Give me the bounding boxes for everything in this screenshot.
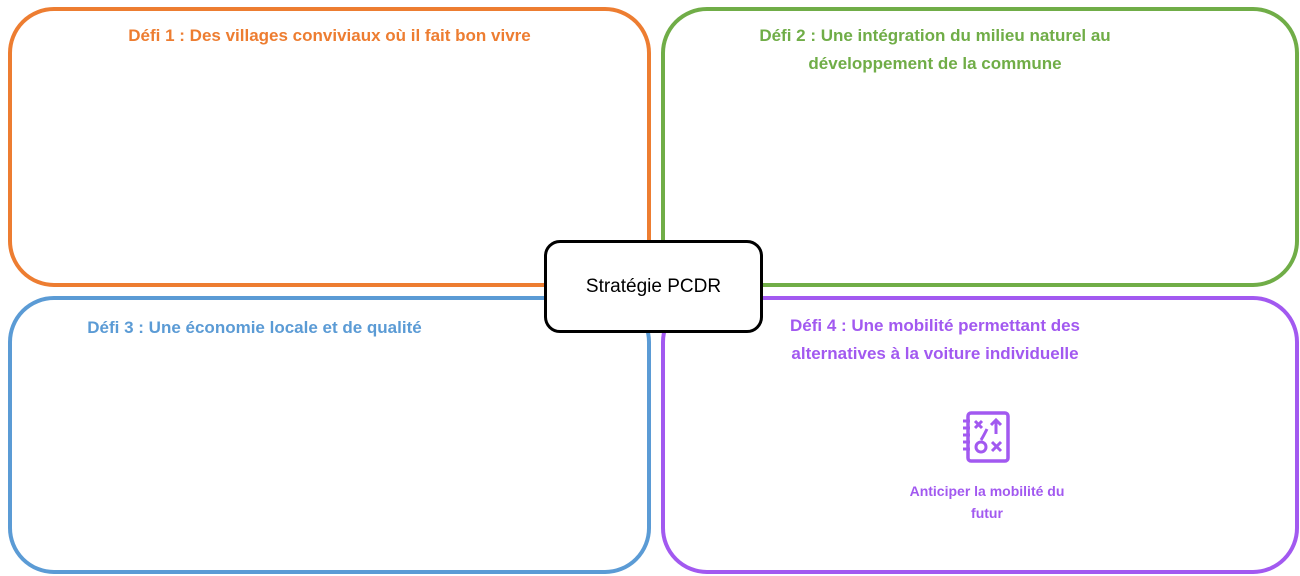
defi-2-title: Défi 2 : Une intégration du milieu natur… bbox=[759, 26, 1111, 73]
center-label: Stratégie PCDR bbox=[585, 275, 722, 297]
defi-1-title: Défi 1 : Des villages conviviaux où il f… bbox=[128, 26, 531, 45]
defi-4-box: Défi 4 : Une mobilité permettant des alt… bbox=[661, 296, 1299, 574]
defi-2-box: Défi 2 : Une intégration du milieu natur… bbox=[661, 7, 1299, 287]
center-strategy-box: Stratégie PCDR bbox=[544, 240, 763, 333]
strategy-notebook-icon[interactable] bbox=[961, 410, 1013, 464]
defi-1-box: Défi 1 : Des villages conviviaux où il f… bbox=[8, 7, 651, 287]
defi-3-box: Défi 3 : Une économie locale et de quali… bbox=[8, 296, 651, 574]
defi-3-title: Défi 3 : Une économie locale et de quali… bbox=[87, 318, 422, 337]
action-label: Anticiper la mobilité du futur bbox=[909, 483, 1065, 521]
defi-4-title: Défi 4 : Une mobilité permettant des alt… bbox=[790, 316, 1080, 363]
